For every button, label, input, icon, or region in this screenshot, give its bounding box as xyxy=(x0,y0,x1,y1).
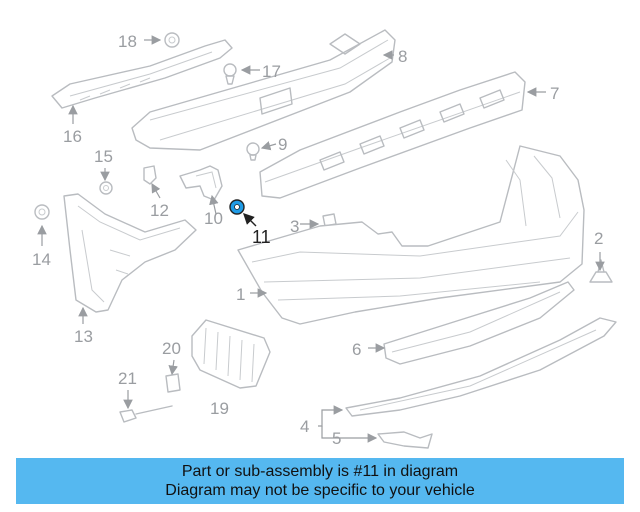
callout-21: 21 xyxy=(118,369,137,388)
part-2-fastener xyxy=(589,259,613,283)
part-20-clip xyxy=(165,373,181,393)
callout-14: 14 xyxy=(32,250,51,269)
part-10-bracket xyxy=(179,165,223,201)
banner-line-disclaimer: Diagram may not be specific to your vehi… xyxy=(165,482,475,499)
part-15-screw xyxy=(99,181,113,195)
part-5-bracket xyxy=(377,431,433,449)
callout-11: 11 xyxy=(252,227,271,247)
part-12-clip xyxy=(143,165,157,185)
info-banner: Part or sub-assembly is #11 in diagram D… xyxy=(16,458,624,504)
callout-16: 16 xyxy=(63,127,82,146)
callout-2: 2 xyxy=(594,229,603,248)
part-11-clip[interactable] xyxy=(229,199,245,215)
part-7-absorber xyxy=(259,71,526,199)
callout-6: 6 xyxy=(352,340,361,359)
callout-10: 10 xyxy=(204,209,223,228)
part-19-grille xyxy=(191,319,271,389)
callout-numbers: 18 8 17 7 16 9 15 12 10 11 3 14 2 1 13 6… xyxy=(32,32,603,448)
part-4-diffuser xyxy=(345,317,617,417)
callout-12: 12 xyxy=(150,201,169,220)
callout-18: 18 xyxy=(118,32,137,51)
callout-20: 20 xyxy=(162,339,181,358)
part-18-clip xyxy=(164,32,180,48)
callout-8: 8 xyxy=(398,47,407,66)
banner-line-part: Part or sub-assembly is #11 in diagram xyxy=(181,463,459,480)
callout-17: 17 xyxy=(262,62,281,81)
part-14-screw xyxy=(34,204,50,220)
part-21-bolt xyxy=(119,405,173,423)
part-8-reinforcement xyxy=(131,29,396,151)
callout-4: 4 xyxy=(300,417,309,436)
part-16-bracket xyxy=(51,39,233,109)
callout-15: 15 xyxy=(94,147,113,166)
part-9-clip xyxy=(246,142,260,161)
callout-lines xyxy=(37,35,605,443)
callout-19: 19 xyxy=(210,399,229,418)
callout-5: 5 xyxy=(332,429,341,448)
part-6-strip xyxy=(383,281,575,365)
part-17-clip xyxy=(223,63,237,85)
part-13-side-bracket xyxy=(63,193,197,313)
callout-7: 7 xyxy=(550,84,559,103)
callout-3: 3 xyxy=(290,217,299,236)
callout-9: 9 xyxy=(278,135,287,154)
callout-1: 1 xyxy=(236,285,245,304)
callout-13: 13 xyxy=(74,327,93,346)
part-1-bumper-cover xyxy=(237,145,585,325)
